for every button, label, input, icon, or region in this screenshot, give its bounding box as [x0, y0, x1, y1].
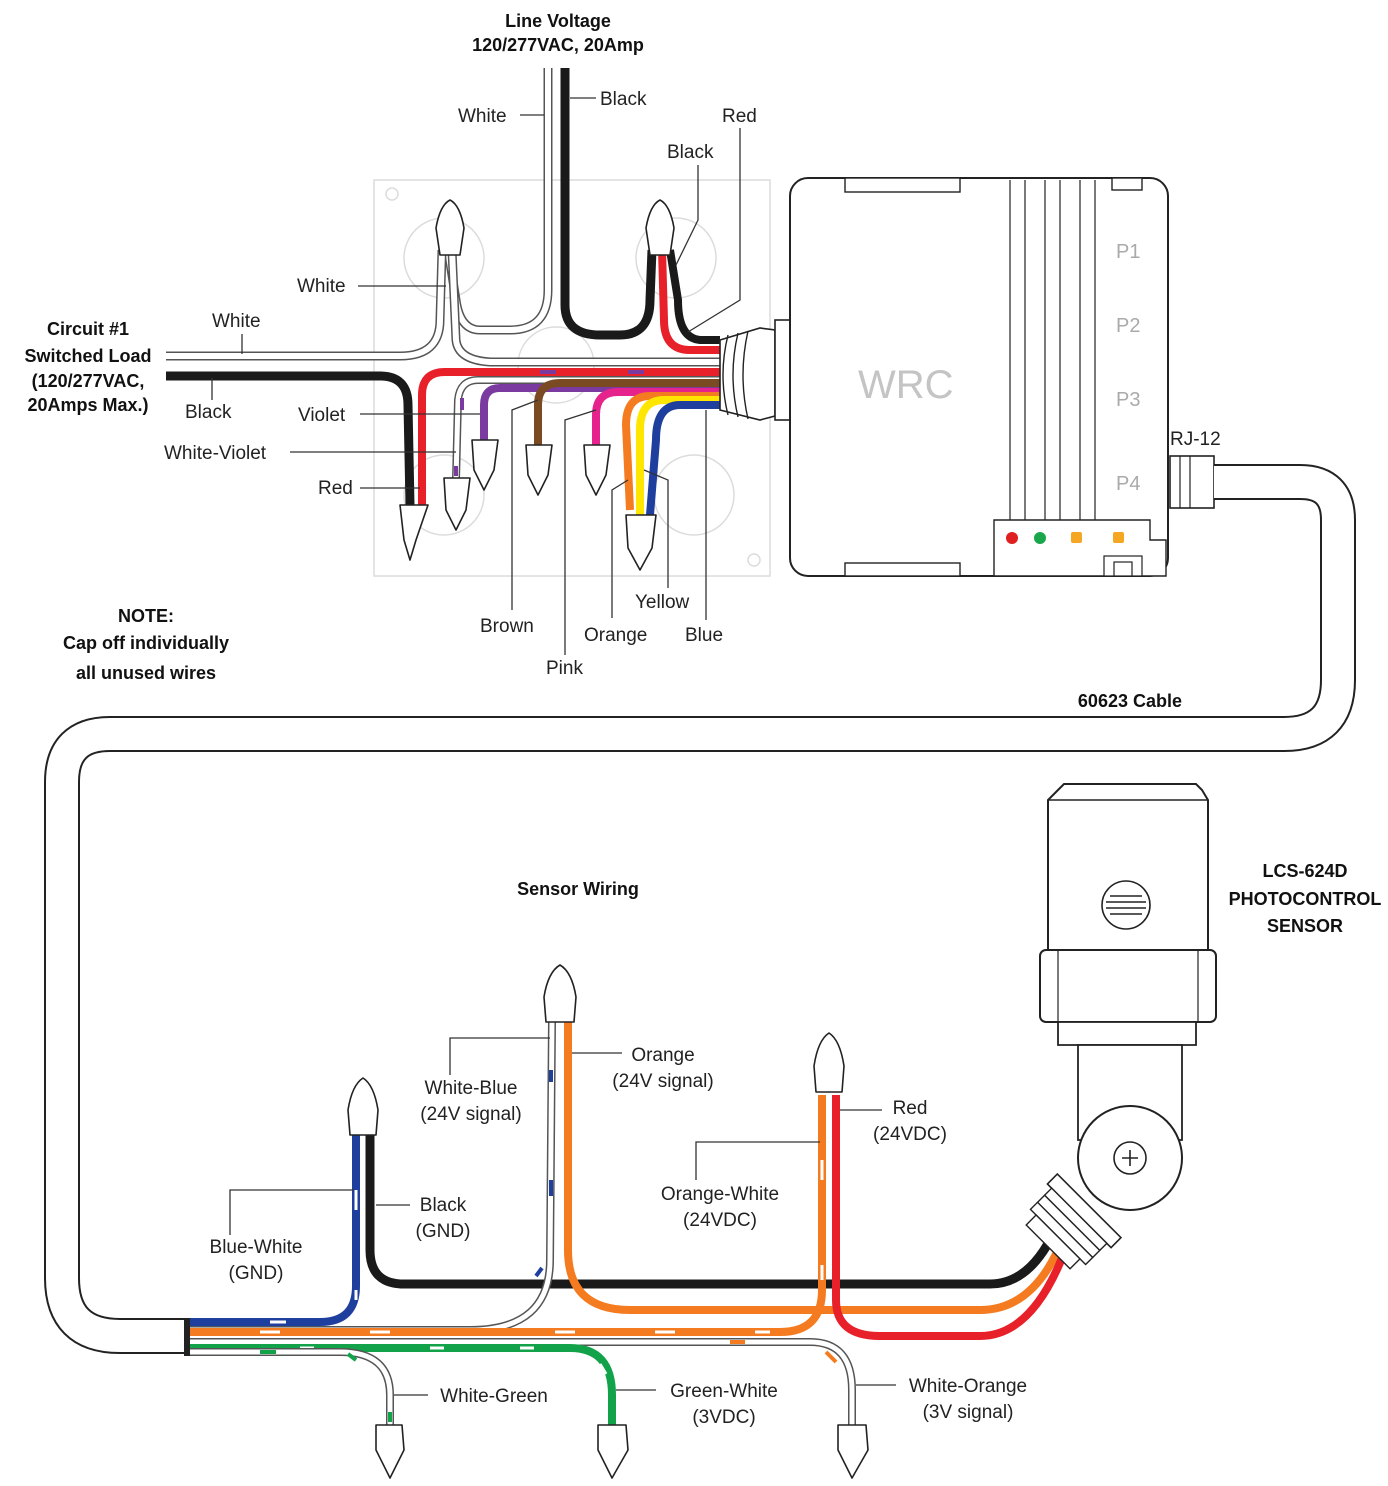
photocontrol-sensor — [1025, 783, 1217, 1270]
label-white-green: White-Green — [440, 1386, 548, 1407]
label-red-sensor: Red — [893, 1098, 928, 1119]
label-black-sensor: Black — [420, 1195, 467, 1216]
label-red-sensor-note: (24VDC) — [873, 1124, 947, 1145]
led-red — [1006, 532, 1018, 544]
label-pink: Pink — [546, 658, 583, 679]
sensor-line1: LCS-624D — [1262, 861, 1347, 881]
label-orange-sensor: Orange — [631, 1045, 694, 1066]
label-red-left: Red — [318, 478, 353, 499]
port-p2: P2 — [1116, 315, 1140, 337]
label-green-white: Green-White — [670, 1381, 778, 1402]
led-green — [1034, 532, 1046, 544]
circuit-line4: 20Amps Max.) — [27, 395, 148, 415]
label-white-left: White — [212, 311, 261, 332]
label-brown: Brown — [480, 616, 534, 637]
circuit-line3: (120/277VAC, — [32, 371, 145, 391]
cable-60623 — [44, 464, 1356, 1356]
labels: Line Voltage 120/277VAC, 20Amp White Bla… — [24, 11, 1381, 1428]
circuit-title: Circuit #1 — [47, 319, 129, 339]
sensor-wiring-title: Sensor Wiring — [517, 879, 639, 899]
label-violet: Violet — [298, 405, 346, 426]
port-p3: P3 — [1116, 389, 1140, 411]
label-black-top: Black — [600, 89, 647, 110]
label-blue: Blue — [685, 625, 723, 646]
rj12-label: RJ-12 — [1170, 429, 1221, 450]
label-blue-white: Blue-White — [210, 1237, 303, 1258]
label-white-blue: White-Blue — [425, 1078, 518, 1099]
cable-label: 60623 Cable — [1078, 691, 1182, 711]
line-voltage-wires — [166, 68, 720, 506]
label-orange-sensor-note: (24V signal) — [612, 1071, 713, 1092]
label-white-top: White — [458, 106, 507, 127]
label-black-left: Black — [185, 402, 232, 423]
wrc-leads — [418, 368, 720, 516]
wrc-name: WRC — [858, 363, 954, 407]
label-orange: Orange — [584, 625, 647, 646]
label-black-right: Black — [667, 142, 714, 163]
label-white-orange: White-Orange — [909, 1376, 1027, 1397]
note-title: NOTE: — [118, 606, 174, 626]
label-orange-white-note: (24VDC) — [683, 1210, 757, 1231]
wire-nuts — [399, 199, 675, 571]
port-p1: P1 — [1116, 241, 1140, 263]
label-orange-white: Orange-White — [661, 1184, 779, 1205]
sensor-wire-nuts — [347, 964, 869, 1479]
line-voltage-spec: 120/277VAC, 20Amp — [472, 35, 644, 55]
line-voltage-title: Line Voltage — [505, 11, 611, 31]
port-p4: P4 — [1116, 473, 1140, 495]
label-blue-white-note: (GND) — [229, 1263, 284, 1284]
led-amber-1 — [1071, 532, 1082, 543]
sensor-wires — [190, 1019, 1066, 1425]
label-green-white-note: (3VDC) — [692, 1407, 755, 1428]
label-red-top: Red — [722, 106, 757, 127]
label-black-sensor-note: (GND) — [416, 1221, 471, 1242]
led-amber-2 — [1113, 532, 1124, 543]
label-white-mid: White — [297, 276, 346, 297]
wrc-device: WRC P1 P2 P3 P4 — [719, 177, 1215, 577]
label-yellow: Yellow — [635, 592, 690, 613]
label-white-blue-note: (24V signal) — [420, 1104, 521, 1125]
note-line2: Cap off individually — [63, 633, 229, 653]
sensor-line2: PHOTOCONTROL — [1229, 889, 1382, 909]
leader-lines — [211, 97, 896, 1396]
circuit-line2: Switched Load — [24, 346, 151, 366]
label-white-orange-note: (3V signal) — [923, 1402, 1014, 1423]
sensor-line3: SENSOR — [1267, 916, 1343, 936]
note-line3: all unused wires — [76, 663, 216, 683]
label-white-violet: White-Violet — [164, 443, 267, 464]
